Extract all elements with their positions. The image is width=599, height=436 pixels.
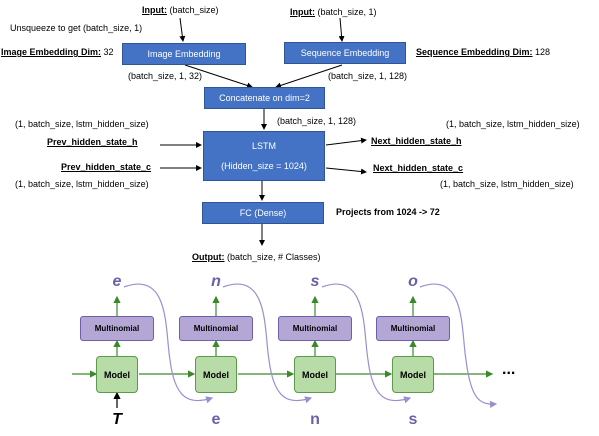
output-letter: s (310, 273, 320, 290)
next-hidden-state-c: Next_hidden_state_c (373, 163, 464, 173)
lstm-box: LSTM (Hidden_size = 1024) (203, 131, 325, 181)
prev-c-shape: (1, batch_size, lstm_hidden_size) (15, 179, 149, 189)
feedback-curve-3 (321, 283, 412, 404)
feedback-curve-4 (419, 283, 498, 408)
prev-hidden-state-c: Prev_hidden_state_c (61, 162, 152, 172)
image-embedding-output-shape: (batch_size, 1, 32) (128, 71, 203, 81)
output-letter: o (408, 273, 418, 290)
multinomial-box: Multinomial (376, 316, 450, 341)
next-hidden-state-h: Next_hidden_state_h (371, 136, 462, 146)
next-h-shape: (1, batch_size, lstm_hidden_size) (446, 119, 580, 129)
output-letter: e (112, 273, 122, 290)
arrow-input-to-image-embedding (179, 17, 186, 42)
input-letter: s (408, 411, 418, 428)
prev-h-shape: (1, batch_size, lstm_hidden_size) (15, 119, 149, 129)
arrow-sequence-to-concat (275, 64, 343, 89)
multinomial-box: Multinomial (80, 316, 154, 341)
multinomial-box: Multinomial (179, 316, 253, 341)
continuation-ellipsis: ... (502, 361, 516, 378)
output-letter: n (211, 273, 221, 290)
next-c-shape: (1, batch_size, lstm_hidden_size) (440, 179, 574, 189)
concatenate-box: Concatenate on dim=2 (204, 87, 325, 109)
lstm-title: LSTM (251, 141, 276, 151)
image-embedding-dim: Image Embedding Dim: 32 (1, 47, 114, 57)
sequence-input-label: Input: (batch_size, 1) (290, 7, 377, 17)
feedback-curve-1 (123, 283, 214, 404)
feedback-curve-2 (222, 283, 313, 404)
model-box: Model (392, 356, 434, 393)
model-box: Model (96, 356, 138, 393)
sequence-embedding-box: Sequence Embedding (284, 42, 406, 64)
model-box: Model (294, 356, 336, 393)
arrow-lstm-to-next-c (325, 167, 367, 175)
fc-dense-box: FC (Dense) (202, 202, 324, 224)
lstm-hidden-size: (Hidden_size = 1024) (221, 161, 307, 171)
input-letter: T (112, 411, 122, 428)
concat-output-shape: (batch_size, 1, 128) (277, 116, 357, 126)
arrow-lstm-to-next-h (325, 137, 367, 146)
input-letter: e (211, 411, 221, 428)
prev-hidden-state-h: Prev_hidden_state_h (47, 137, 138, 147)
arrow-input-to-sequence-embedding (338, 17, 345, 42)
multinomial-box: Multinomial (278, 316, 352, 341)
unsqueeze-note: Unsqueeze to get (batch_size, 1) (10, 23, 143, 33)
sequence-embedding-output-shape: (batch_size, 1, 128) (328, 71, 408, 81)
model-box: Model (195, 356, 237, 393)
input-letter: n (310, 411, 320, 428)
image-embedding-box: Image Embedding (122, 43, 246, 65)
output-shape: Output: (batch_size, # Classes) (192, 252, 321, 262)
arrow-image-to-concat (184, 64, 253, 89)
projects-note: Projects from 1024 -> 72 (336, 207, 440, 217)
sequence-embedding-dim: Sequence Embedding Dim: 128 (416, 47, 551, 57)
image-input-label: Input: (batch_size) (142, 5, 219, 15)
